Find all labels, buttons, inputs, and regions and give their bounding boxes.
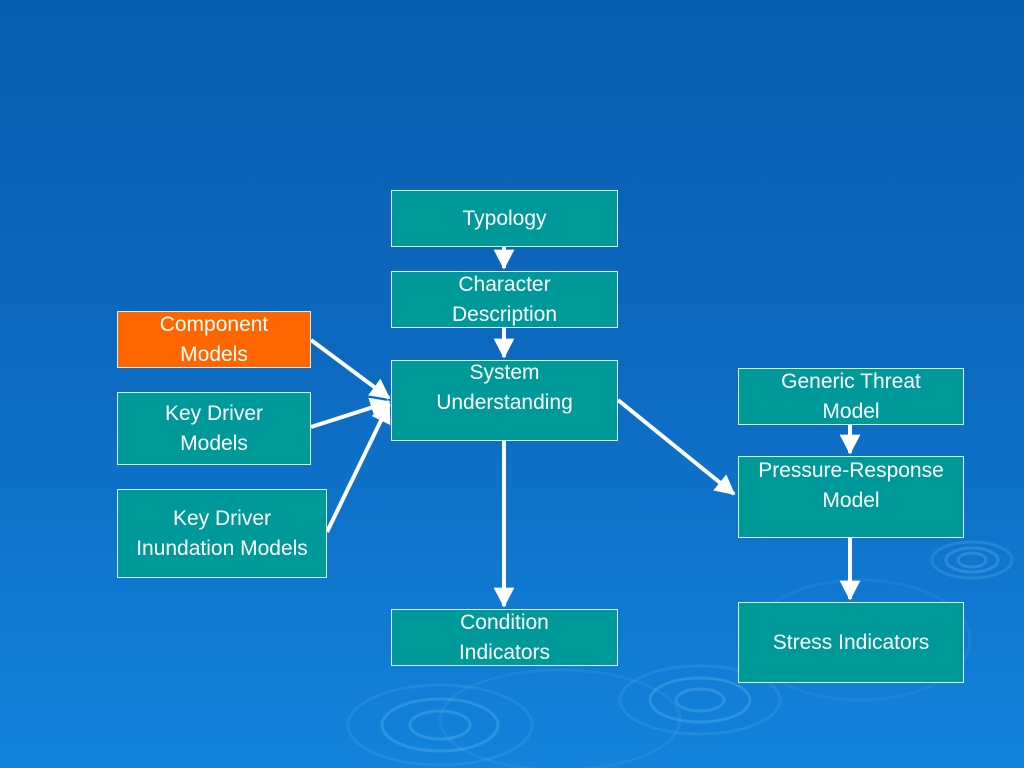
typology-label: Typology <box>462 206 547 230</box>
key-driver-inundation-models-label: Key Driver Inundation Models <box>136 506 308 560</box>
character-description-label: Character Description <box>451 272 558 326</box>
key-driver-models-box: Key Driver Models <box>117 392 311 465</box>
stress-indicators-label: Stress Indicators <box>772 630 930 654</box>
pressure-response-model-label: Pressure-Response Model <box>758 459 944 512</box>
arrow-key-driver-models-to-system-understanding <box>310 397 391 429</box>
arrow-key-driver-inundation-models-to-system-understanding <box>325 402 391 533</box>
stress-indicators-box: Stress Indicators <box>738 602 964 683</box>
key-driver-models-label: Key Driver Models <box>164 401 264 455</box>
condition-indicators-label: Condition Indicators <box>458 610 551 664</box>
generic-threat-model-label: Generic Threat Model <box>781 369 921 423</box>
component-models-box: Component Models <box>117 311 311 368</box>
character-description-box: Character Description <box>391 271 618 328</box>
system-understanding-box: System Understanding <box>391 360 618 441</box>
condition-indicators-box: Condition Indicators <box>391 609 618 666</box>
generic-threat-model-box: Generic Threat Model <box>738 368 964 425</box>
typology-box: Typology <box>391 190 618 247</box>
component-models-label: Component Models <box>159 312 269 366</box>
arrow-component-models-to-system-understanding <box>309 338 391 400</box>
system-understanding-label: System Understanding <box>436 360 573 414</box>
key-driver-inundation-models-box: Key Driver Inundation Models <box>117 489 327 578</box>
pressure-response-model-box: Pressure-Response Model <box>738 456 964 538</box>
arrow-system-understanding-to-pressure-response-model <box>616 398 736 496</box>
